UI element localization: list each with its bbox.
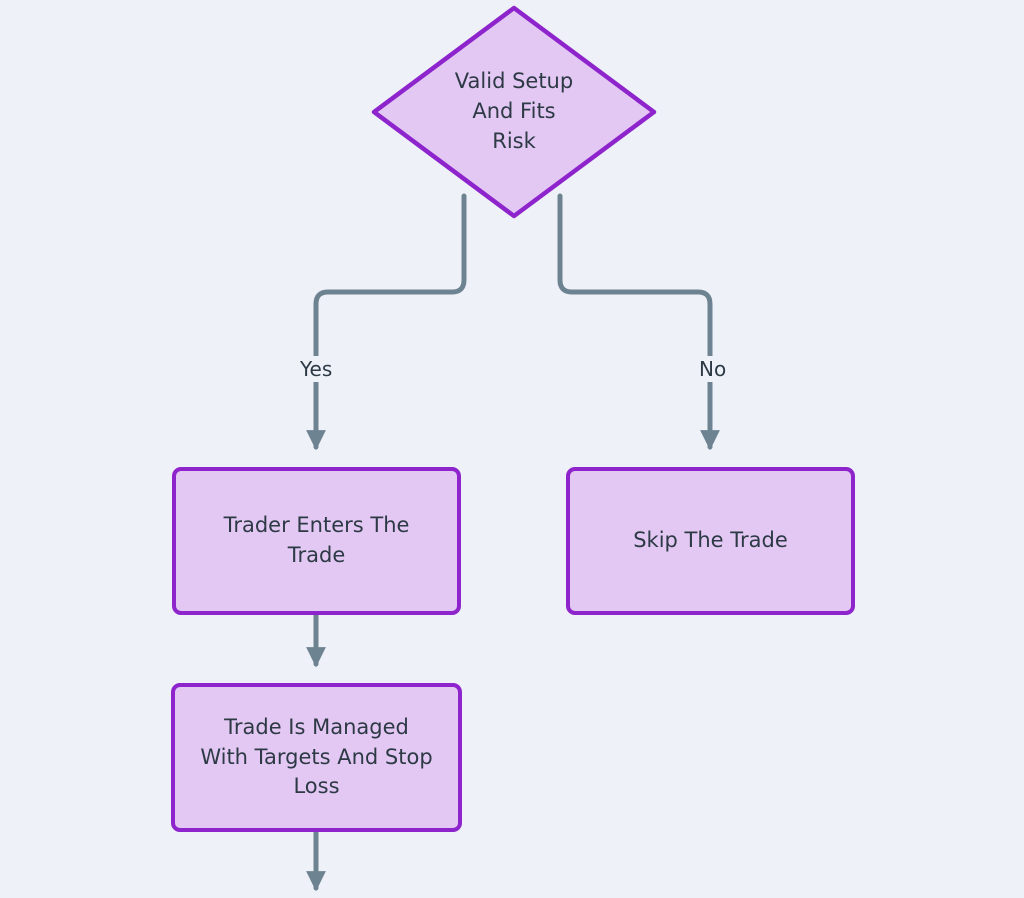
node-skip-the-trade-label: Skip The Trade bbox=[633, 528, 788, 553]
edge-no-path bbox=[557, 193, 720, 451]
node-trader-enters-the-trade[interactable]: Trader Enters The Trade bbox=[172, 467, 461, 615]
edge-label-yes: Yes bbox=[294, 356, 339, 382]
diamond-shape bbox=[371, 5, 657, 219]
node-skip-the-trade[interactable]: Skip The Trade bbox=[566, 467, 855, 615]
node-trade-is-managed-label: Trade Is Managed With Targets And Stop L… bbox=[200, 714, 433, 799]
node-trade-is-managed[interactable]: Trade Is Managed With Targets And Stop L… bbox=[171, 683, 462, 832]
node-decision-label: Valid Setup And Fits Risk bbox=[454, 69, 574, 153]
node-decision-valid-setup[interactable]: Valid Setup And Fits Risk bbox=[370, 4, 658, 220]
edge-yes-path bbox=[306, 193, 467, 451]
node-trader-enters-the-trade-label: Trader Enters The Trade bbox=[223, 513, 410, 567]
edge-label-no: No bbox=[693, 356, 733, 382]
